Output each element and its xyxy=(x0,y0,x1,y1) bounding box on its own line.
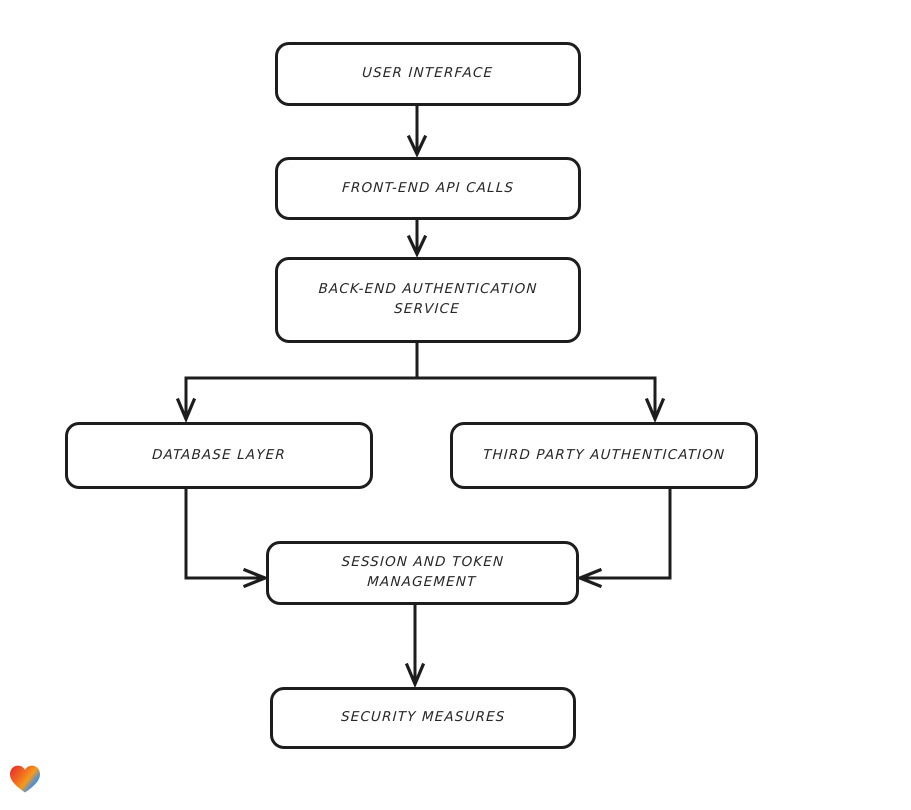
node-label: Session and Token Management xyxy=(341,554,505,590)
node-database-layer[interactable]: Database Layer xyxy=(65,422,373,489)
node-front-end-api-calls[interactable]: Front-End API Calls xyxy=(275,157,581,220)
edge-backend-to-database xyxy=(175,376,197,424)
node-back-end-authentication-service[interactable]: Back-End Authentication Service xyxy=(275,257,581,343)
node-label: Front-End API Calls xyxy=(341,179,515,196)
edge-session-to-security xyxy=(404,603,426,689)
edge-ui-to-frontend xyxy=(406,104,428,158)
node-label: User Interface xyxy=(362,65,495,82)
heart-icon xyxy=(10,765,40,793)
edge-backend-split-bus xyxy=(184,341,657,380)
edge-backend-to-thirdparty xyxy=(644,376,666,424)
node-label: Security Measures xyxy=(340,709,506,726)
node-label: Database Layer xyxy=(151,446,287,463)
node-security-measures[interactable]: Security Measures xyxy=(270,687,576,749)
edge-frontend-to-backend xyxy=(406,218,428,258)
node-label: Back-End Authentication Service xyxy=(318,281,539,317)
edge-database-to-session xyxy=(184,487,270,589)
node-label: Third Party Authentication xyxy=(482,446,726,463)
node-user-interface[interactable]: User Interface xyxy=(275,42,581,106)
edge-thirdparty-to-session xyxy=(575,487,672,589)
node-third-party-authentication[interactable]: Third Party Authentication xyxy=(450,422,758,489)
node-session-and-token-management[interactable]: Session and Token Management xyxy=(266,541,579,605)
